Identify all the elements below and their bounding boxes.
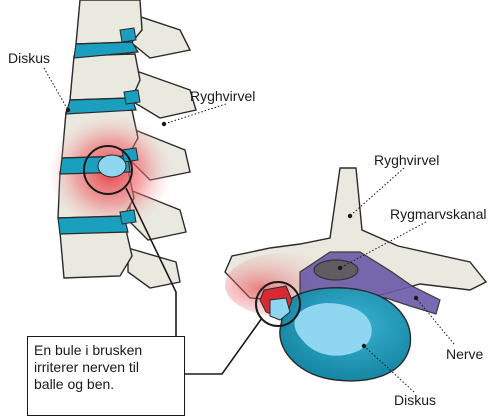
label-ryghvirvel-left: Ryghvirvel [190, 88, 255, 104]
vertebra-process-5 [128, 248, 180, 288]
spinal-canal [314, 260, 358, 280]
leader-diskus-top [44, 68, 68, 110]
label-ryghvirvel-right: Ryghvirvel [374, 152, 439, 168]
callout-connector-top [185, 318, 262, 374]
label-nerve: Nerve [446, 346, 483, 362]
label-rygmarvskanal: Rygmarvskanal [390, 206, 486, 222]
callout-line-3: balle og ben. [34, 376, 178, 393]
callout-line-2: irriterer nerven til [34, 359, 178, 376]
facet-4 [120, 210, 136, 224]
label-diskus-top: Diskus [8, 50, 50, 66]
diagram-stage: Diskus Ryghvirvel Ryghvirvel Rygmarvskan… [0, 0, 502, 406]
disc-bulge-side [98, 155, 126, 177]
facet-1 [120, 28, 136, 42]
vertebra-body-5 [60, 230, 132, 278]
disc-4 [58, 216, 128, 234]
callout-box: En bule i brusken irriterer nerven til b… [27, 336, 185, 416]
callout-line-1: En bule i brusken [34, 342, 178, 359]
facet-2 [124, 90, 140, 104]
side-spine [48, 0, 196, 288]
